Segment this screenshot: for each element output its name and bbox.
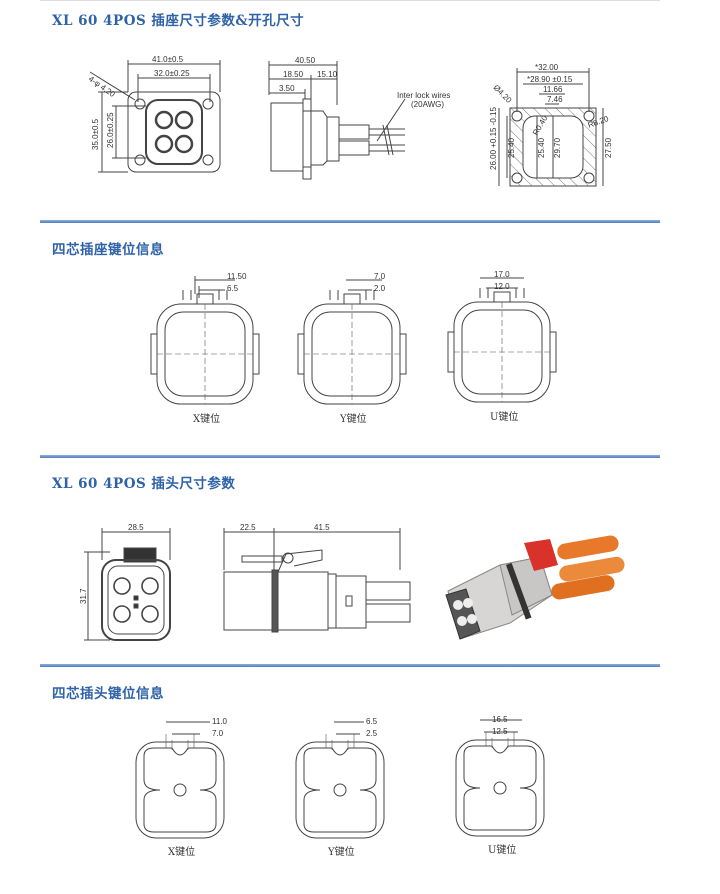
svg-text:15.10: 15.10 — [317, 70, 338, 79]
svg-text:2.0: 2.0 — [374, 284, 386, 293]
section-title-plug-keys: 四芯插头键位信息 — [52, 686, 164, 702]
svg-text:31.7: 31.7 — [79, 588, 88, 604]
socket-cutout-view: *32.00 *28.90 ±0.15 11.66 7.46 Ø4.20 R0.… — [489, 63, 613, 187]
svg-text:Y键位: Y键位 — [339, 412, 367, 425]
svg-text:17.0: 17.0 — [494, 270, 510, 279]
svg-text:41.5: 41.5 — [314, 523, 330, 532]
svg-text:11.66: 11.66 — [543, 85, 563, 94]
svg-text:*32.00: *32.00 — [535, 63, 559, 72]
svg-text:41.0±0.5: 41.0±0.5 — [152, 55, 184, 64]
svg-text:7.46: 7.46 — [547, 95, 563, 104]
socket-side-view: 40.50 18.50 15.10 3.50 Inter lock wires … — [268, 56, 450, 180]
plug-key-u: 16.5 12.5 U键位 — [455, 715, 545, 856]
svg-text:2.5: 2.5 — [366, 729, 378, 738]
svg-text:X键位: X键位 — [193, 412, 220, 425]
svg-text:3.50: 3.50 — [279, 84, 295, 93]
top-border — [40, 0, 660, 1]
svg-text:Ø4.20: Ø4.20 — [492, 83, 514, 105]
plug-key-y: 6.5 2.5 Y键位 — [295, 717, 385, 858]
svg-text:35.0±0.5: 35.0±0.5 — [91, 118, 100, 150]
svg-text:27.50: 27.50 — [604, 137, 613, 158]
svg-text:7.0: 7.0 — [374, 272, 386, 281]
plug-product-photo — [445, 535, 625, 640]
svg-text:Y键位: Y键位 — [327, 845, 355, 858]
svg-text:U键位: U键位 — [490, 410, 518, 423]
svg-text:16.5: 16.5 — [492, 715, 508, 724]
plug-side-view: 22.5 41.5 — [223, 523, 411, 633]
svg-text:Inter lock wires: Inter lock wires — [397, 91, 450, 100]
svg-text:U键位: U键位 — [488, 843, 516, 856]
svg-text:28.5: 28.5 — [128, 523, 144, 532]
plug-key-x: 11.0 7.0 X键位 — [135, 717, 228, 858]
svg-text:40.50: 40.50 — [295, 56, 316, 65]
svg-text:26.00 +0.15 -0.15: 26.00 +0.15 -0.15 — [489, 107, 498, 170]
svg-text:(20AWG): (20AWG) — [411, 100, 444, 109]
svg-text:7.0: 7.0 — [212, 729, 224, 738]
svg-text:32.0±0.25: 32.0±0.25 — [154, 69, 190, 78]
socket-key-y: 7.0 2.0 Y键位 — [297, 272, 407, 425]
socket-front-view: 41.0±0.5 32.0±0.25 4-φ 4.20 35.0±0.5 26.… — [87, 55, 221, 173]
svg-text:25.40: 25.40 — [537, 137, 546, 158]
svg-text:26.0±0.25: 26.0±0.25 — [106, 112, 115, 148]
section-divider — [40, 455, 660, 458]
section-title-socket-keys: 四芯插座键位信息 — [52, 242, 164, 258]
svg-text:25.40: 25.40 — [507, 137, 516, 158]
section-title-socket-dims: XL 60 4POS 插座尺寸参数&开孔尺寸 — [52, 13, 305, 29]
svg-text:11.50: 11.50 — [227, 272, 247, 281]
section-divider — [40, 220, 660, 223]
svg-text:X键位: X键位 — [168, 845, 195, 858]
svg-text:12.0: 12.0 — [494, 282, 510, 291]
plug-front-view: 28.5 31.7 — [79, 523, 171, 641]
section-title-plug-dims: XL 60 4POS 插头尺寸参数 — [52, 476, 236, 492]
svg-text:6.5: 6.5 — [227, 284, 239, 293]
svg-text:11.0: 11.0 — [212, 717, 228, 726]
svg-text:12.5: 12.5 — [492, 727, 508, 736]
svg-text:*28.90 ±0.15: *28.90 ±0.15 — [527, 75, 573, 84]
svg-text:18.50: 18.50 — [283, 70, 304, 79]
section-divider — [40, 664, 660, 667]
svg-text:6.5: 6.5 — [366, 717, 378, 726]
socket-key-u: 17.0 12.0 U键位 — [447, 270, 557, 423]
socket-key-x: 11.50 6.5 X键位 — [150, 272, 260, 425]
svg-text:22.5: 22.5 — [240, 523, 256, 532]
svg-text:29.70: 29.70 — [553, 137, 562, 158]
